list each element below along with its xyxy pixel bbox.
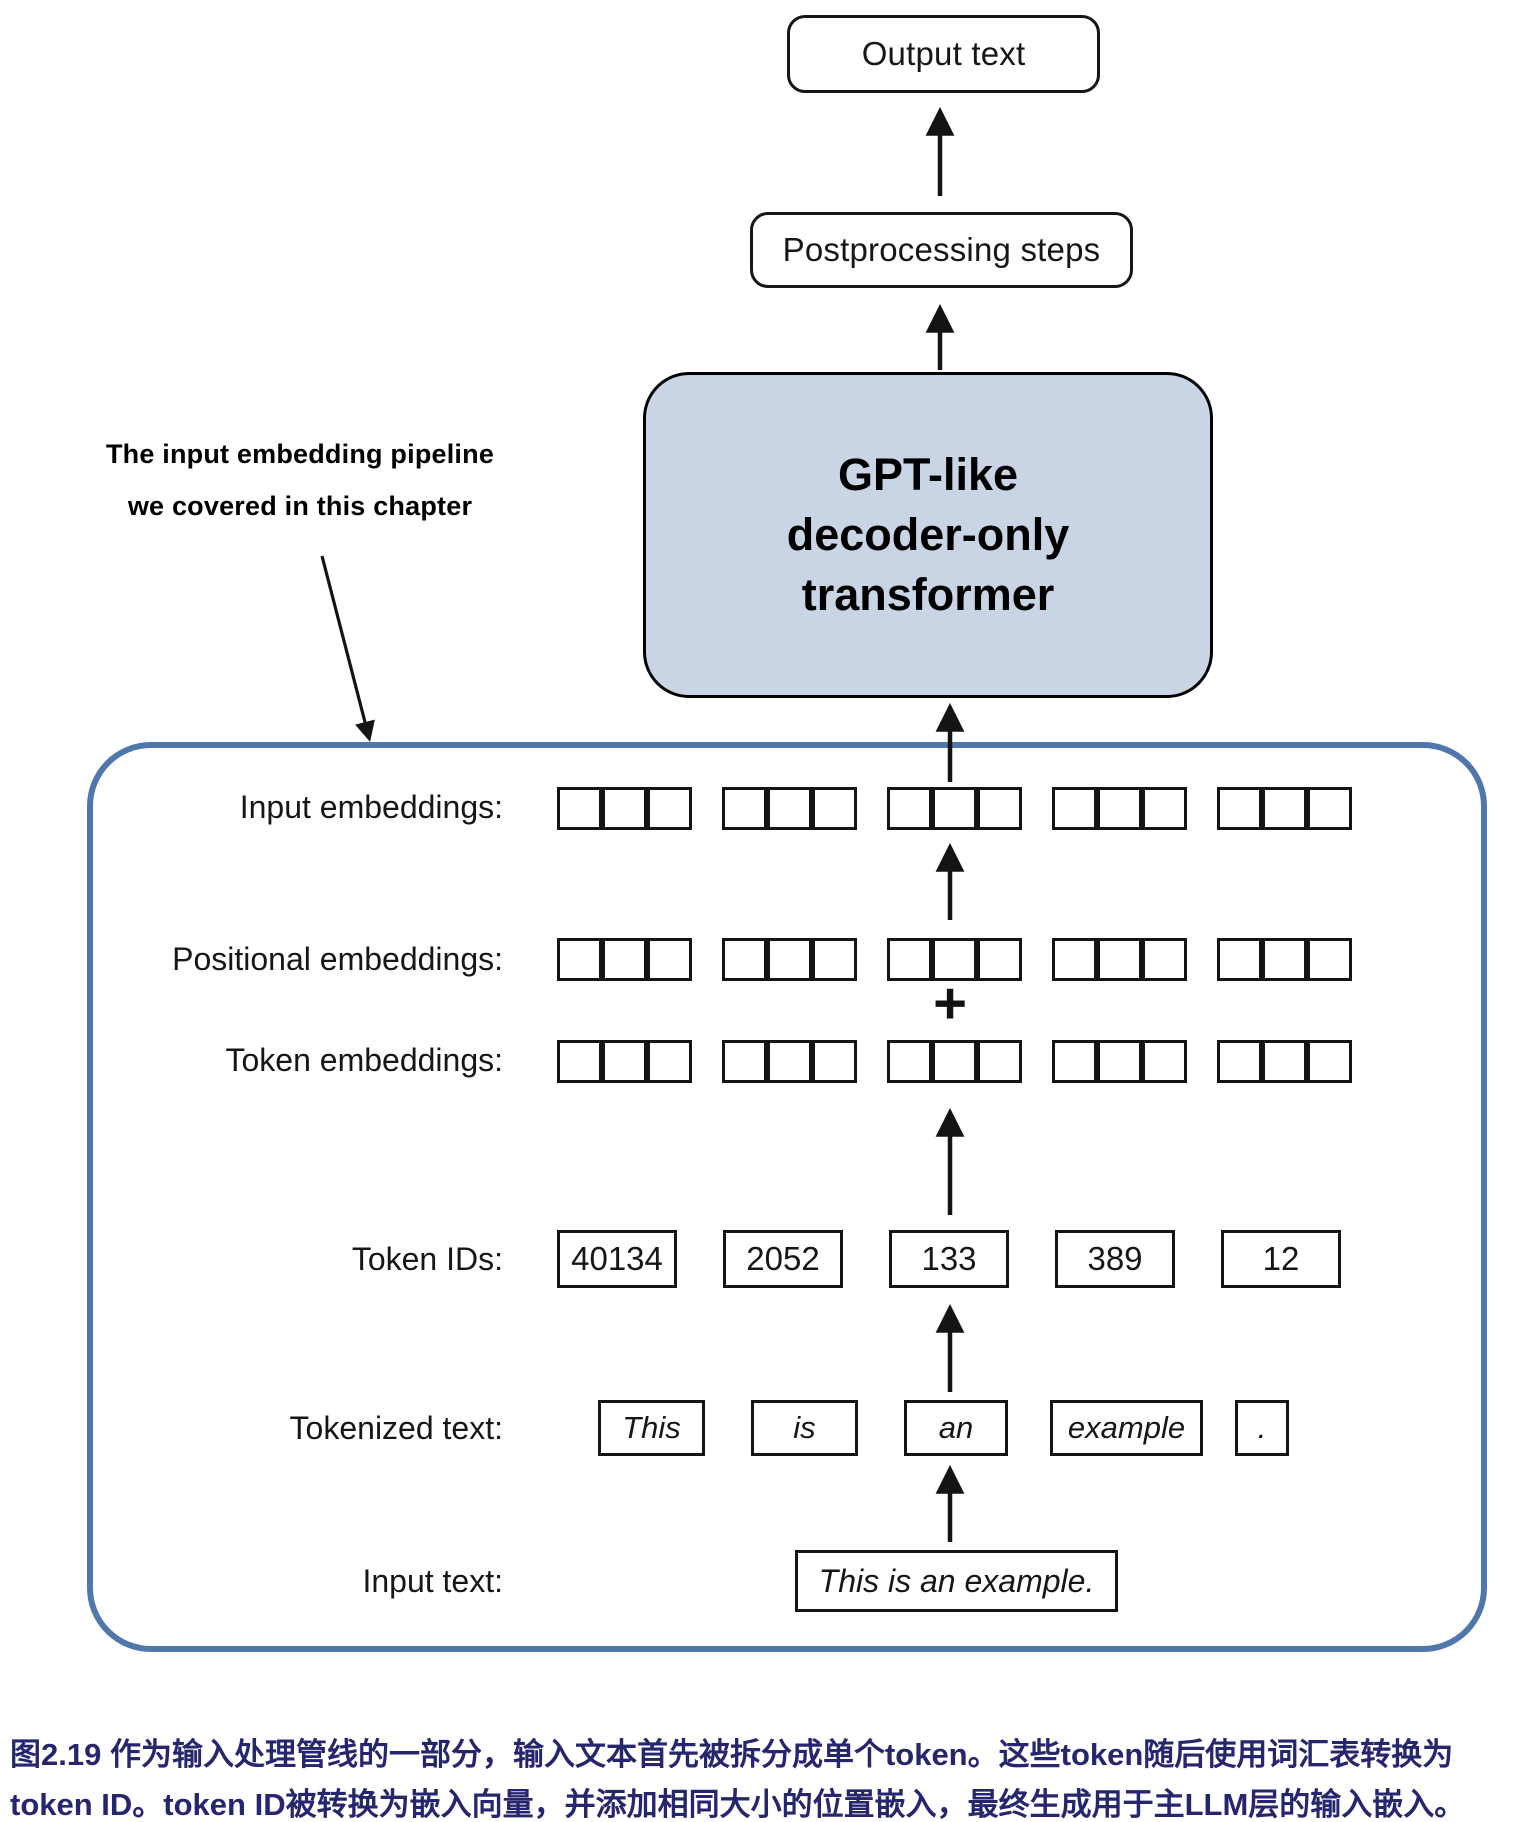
- embedding-vector: [1217, 1040, 1352, 1083]
- caption-line2: token ID。token ID被转换为嵌入向量，并添加相同大小的位置嵌入，最…: [10, 1787, 1466, 1822]
- token-box: is: [751, 1400, 858, 1456]
- positional-embeddings-label: Positional embeddings:: [172, 941, 503, 977]
- input-text-box: This is an example.: [795, 1550, 1118, 1612]
- token-box: This: [598, 1400, 705, 1456]
- embedding-vector: [1052, 787, 1187, 830]
- annotation-line2: we covered in this chapter: [127, 491, 473, 521]
- annotation-line1: The input embedding pipeline: [105, 439, 495, 469]
- output-text-label: Output text: [861, 35, 1026, 72]
- caption-line1: 图2.19 作为输入处理管线的一部分，输入文本首先被拆分成单个token。这些t…: [10, 1737, 1454, 1772]
- embedding-vector: [887, 1040, 1022, 1083]
- token-ids-label: Token IDs:: [351, 1241, 503, 1277]
- embedding-vector: [557, 787, 692, 830]
- embedding-vector: [1217, 938, 1352, 981]
- token-box: example: [1050, 1400, 1203, 1456]
- embedding-vector: [722, 1040, 857, 1083]
- postprocessing-steps-box: Postprocessing steps: [750, 212, 1133, 288]
- annotation-note: The input embedding pipeline we covered …: [80, 428, 520, 532]
- arrow-annotation-to-container: [320, 555, 375, 742]
- token-id-box: 12: [1221, 1230, 1341, 1288]
- token-box: an: [904, 1400, 1008, 1456]
- embedding-vector: [557, 938, 692, 981]
- token-embeddings-label: Token embeddings:: [225, 1042, 503, 1078]
- input-text-value: This is an example.: [818, 1562, 1095, 1599]
- input-embeddings-label: Input embeddings:: [239, 789, 503, 825]
- embedding-vector: [722, 938, 857, 981]
- token-embeddings-row: [557, 1040, 1352, 1083]
- postprocessing-steps-label: Postprocessing steps: [782, 231, 1101, 268]
- input-embeddings-row: [557, 787, 1352, 830]
- gpt-box-line1: GPT-like: [837, 449, 1019, 500]
- token-id-box: 40134: [557, 1230, 677, 1288]
- input-embedding-pipeline-container: [87, 742, 1487, 1652]
- gpt-transformer-box: GPT-like decoder-only transformer: [643, 372, 1213, 698]
- token-box: .: [1235, 1400, 1289, 1456]
- embedding-vector: [1052, 1040, 1187, 1083]
- token-id-box: 389: [1055, 1230, 1175, 1288]
- input-text-label: Input text:: [362, 1563, 503, 1599]
- embedding-vector: [557, 1040, 692, 1083]
- gpt-box-line2: decoder-only: [786, 509, 1070, 560]
- embedding-vector: [887, 938, 1022, 981]
- token-id-box: 133: [889, 1230, 1009, 1288]
- tokenized-text-label: Tokenized text:: [289, 1410, 503, 1446]
- embedding-vector: [722, 787, 857, 830]
- embedding-vector: [887, 787, 1022, 830]
- embedding-vector: [1217, 787, 1352, 830]
- positional-embeddings-row: [557, 938, 1352, 981]
- gpt-box-line3: transformer: [801, 569, 1055, 620]
- embedding-vector: [1052, 938, 1187, 981]
- figure-caption: 图2.19 作为输入处理管线的一部分，输入文本首先被拆分成单个token。这些t…: [10, 1730, 1508, 1822]
- token-id-box: 2052: [723, 1230, 843, 1288]
- plus-sign: +: [933, 971, 967, 1036]
- output-text-box: Output text: [787, 15, 1100, 93]
- tokenized-text-row: This is an example .: [598, 1400, 1289, 1456]
- token-ids-row: 40134 2052 133 389 12: [557, 1230, 1341, 1288]
